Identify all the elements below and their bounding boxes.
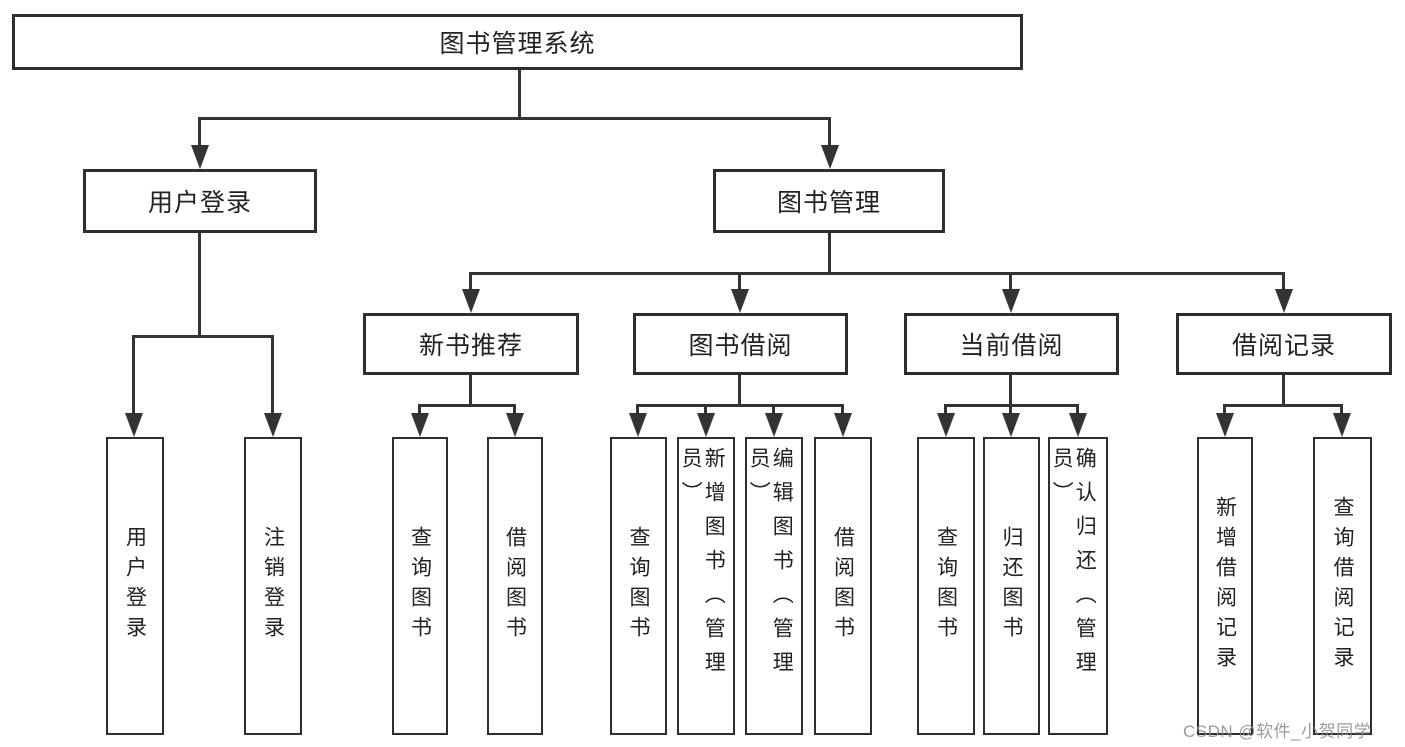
leaf-logout-label: 注销登录 — [261, 526, 285, 646]
arrow-down-icon — [629, 413, 647, 437]
arrow-down-icon — [462, 289, 480, 313]
arrow-down-icon — [765, 413, 783, 437]
connector-vline — [828, 231, 831, 274]
arrow-down-icon — [264, 413, 282, 437]
connector-vline — [944, 405, 947, 417]
node-book-borrowing-label: 图书借阅 — [688, 332, 793, 360]
connector-vline — [132, 336, 135, 416]
leaf-query-books-current: 查询图书 — [917, 437, 975, 735]
arrow-down-icon — [821, 145, 839, 169]
arrow-down-icon — [1333, 413, 1351, 437]
leaf-borrow-books: 借阅图书 — [814, 437, 872, 735]
leaf-add-book-admin-label: 新增图书（管理员） — [679, 447, 726, 685]
leaf-confirm-return-admin: 确认归还（管理员） — [1048, 437, 1108, 735]
connector-hline — [132, 335, 274, 338]
arrow-down-icon — [834, 413, 852, 437]
node-current-borrowing: 当前借阅 — [904, 313, 1119, 375]
connector-vline — [469, 374, 472, 407]
leaf-user-login: 用户登录 — [106, 437, 164, 735]
leaf-add-book-admin: 新增图书（管理员） — [677, 437, 735, 735]
connector-vline — [1223, 405, 1226, 417]
connector-vline — [271, 336, 274, 416]
connector-vline — [1009, 273, 1012, 293]
arrow-down-icon — [697, 413, 715, 437]
connector-hline — [198, 117, 831, 120]
leaf-query-books-recommend: 查询图书 — [392, 437, 448, 735]
node-borrowing-records-label: 借阅记录 — [1231, 332, 1336, 360]
node-current-borrowing-label: 当前借阅 — [959, 332, 1064, 360]
leaf-query-books-recommend-label: 查询图书 — [408, 526, 432, 646]
connector-vline — [513, 405, 516, 417]
arrow-down-icon — [1002, 413, 1020, 437]
node-user-login: 用户登录 — [83, 169, 317, 233]
connector-hline — [469, 272, 1285, 275]
node-new-book-recommendation-label: 新书推荐 — [418, 332, 523, 360]
connector-vline — [469, 273, 472, 293]
arrow-down-icon — [937, 413, 955, 437]
node-new-book-recommendation: 新书推荐 — [363, 313, 579, 375]
connector-vline — [198, 231, 201, 337]
arrow-down-icon — [1069, 413, 1087, 437]
watermark-text: CSDN @软件_小贺同学 — [1183, 722, 1372, 741]
connector-vline — [738, 273, 741, 293]
arrow-down-icon — [506, 413, 524, 437]
leaf-return-book: 归还图书 — [983, 437, 1040, 735]
connector-vline — [1076, 405, 1079, 417]
leaf-query-books-borrow: 查询图书 — [610, 437, 667, 735]
connector-vline — [1282, 273, 1285, 293]
leaf-edit-book-admin: 编辑图书（管理员） — [745, 437, 803, 735]
connector-vline — [1009, 405, 1012, 417]
connector-vline — [198, 118, 201, 148]
leaf-borrow-books-label: 借阅图书 — [831, 526, 855, 646]
leaf-logout: 注销登录 — [244, 437, 302, 735]
connector-vline — [828, 118, 831, 148]
leaf-return-book-label: 归还图书 — [1000, 526, 1024, 646]
connector-vline — [1009, 374, 1012, 407]
arrow-down-icon — [1002, 289, 1020, 313]
connector-vline — [772, 405, 775, 417]
connector-vline — [1340, 405, 1343, 417]
node-borrowing-records: 借阅记录 — [1176, 313, 1392, 375]
node-library-system: 图书管理系统 — [12, 14, 1023, 70]
node-user-login-label: 用户登录 — [147, 189, 252, 217]
leaf-user-login-label: 用户登录 — [123, 526, 147, 646]
arrow-down-icon — [1275, 289, 1293, 313]
arrow-down-icon — [731, 289, 749, 313]
arrow-down-icon — [125, 413, 143, 437]
connector-vline — [518, 68, 521, 120]
connector-vline — [636, 405, 639, 417]
connector-hline — [636, 404, 844, 407]
arrow-down-icon — [191, 145, 209, 169]
leaf-query-books-borrow-label: 查询图书 — [627, 526, 651, 646]
node-book-borrowing: 图书借阅 — [633, 313, 848, 375]
leaf-confirm-return-admin-label: 确认归还（管理员） — [1050, 447, 1097, 685]
connector-hline — [418, 404, 516, 407]
connector-vline — [704, 405, 707, 417]
connector-vline — [738, 374, 741, 407]
node-library-system-label: 图书管理系统 — [439, 30, 596, 58]
leaf-add-borrow-record: 新增借阅记录 — [1197, 437, 1253, 735]
connector-vline — [841, 405, 844, 417]
node-book-management: 图书管理 — [713, 169, 945, 233]
node-book-management-label: 图书管理 — [776, 189, 881, 217]
leaf-borrow-books-recommend: 借阅图书 — [487, 437, 543, 735]
leaf-query-books-current-label: 查询图书 — [934, 526, 958, 646]
leaf-add-borrow-record-label: 新增借阅记录 — [1213, 496, 1237, 676]
arrow-down-icon — [1216, 413, 1234, 437]
connector-hline — [1223, 404, 1343, 407]
leaf-query-borrow-record: 查询借阅记录 — [1313, 437, 1372, 735]
connector-vline — [1282, 374, 1285, 407]
arrow-down-icon — [411, 413, 429, 437]
leaf-edit-book-admin-label: 编辑图书（管理员） — [747, 447, 794, 685]
leaf-borrow-books-recommend-label: 借阅图书 — [503, 526, 527, 646]
leaf-query-borrow-record-label: 查询借阅记录 — [1331, 496, 1355, 676]
connector-vline — [418, 405, 421, 417]
